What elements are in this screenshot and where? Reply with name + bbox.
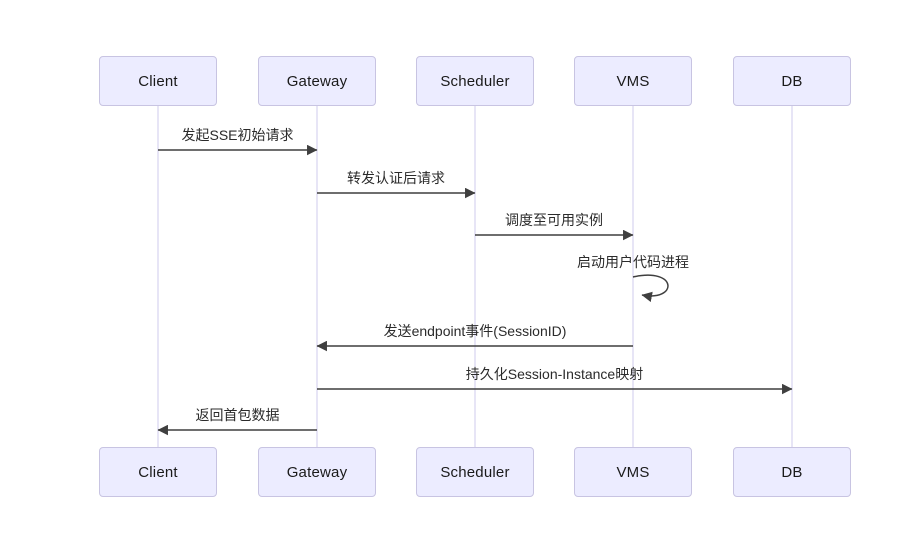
message-label-1: 发起SSE初始请求 — [181, 127, 294, 143]
participant-label-gateway: Gateway — [286, 72, 348, 90]
participant-box-vms-top: VMS — [574, 56, 692, 106]
message-arrows-group — [157, 144, 793, 436]
participant-box-vms-bottom: VMS — [574, 447, 692, 497]
message-label-6: 持久化Session-Instance映射 — [465, 366, 644, 382]
participant-box-scheduler-bottom: Scheduler — [416, 447, 534, 497]
participant-label-vms: VMS — [616, 72, 650, 90]
participant-label-db: DB — [781, 72, 803, 90]
participant-box-gateway-top: Gateway — [258, 56, 376, 106]
message-label-2: 转发认证后请求 — [347, 170, 445, 186]
participant-label-db: DB — [781, 463, 803, 481]
participant-box-db-top: DB — [733, 56, 851, 106]
lifelines-group — [157, 106, 793, 447]
participant-label-scheduler: Scheduler — [440, 463, 510, 481]
participant-box-scheduler-top: Scheduler — [416, 56, 534, 106]
message-label-7: 返回首包数据 — [195, 407, 280, 423]
message-label-4: 启动用户代码进程 — [577, 254, 689, 270]
participant-box-client-bottom: Client — [99, 447, 217, 497]
message-arrow-4-self-loop — [632, 274, 669, 303]
participant-label-client: Client — [138, 72, 178, 90]
participant-label-scheduler: Scheduler — [440, 72, 510, 90]
message-label-5: 发送endpoint事件(SessionID) — [383, 323, 567, 339]
message-label-3: 调度至可用实例 — [505, 212, 603, 228]
participant-box-gateway-bottom: Gateway — [258, 447, 376, 497]
participant-label-vms: VMS — [616, 463, 650, 481]
participant-box-client-top: Client — [99, 56, 217, 106]
participant-box-db-bottom: DB — [733, 447, 851, 497]
participant-label-gateway: Gateway — [286, 463, 348, 481]
participant-label-client: Client — [138, 463, 178, 481]
